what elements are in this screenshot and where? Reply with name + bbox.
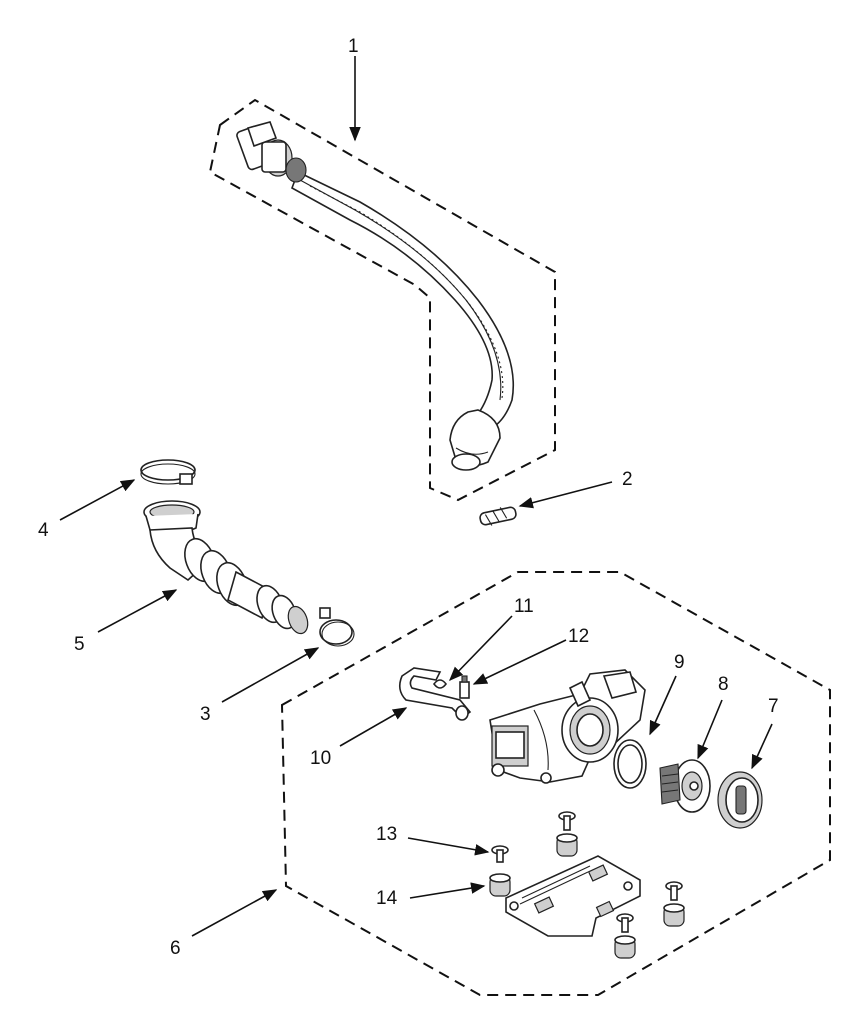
leader-7 (751, 723, 773, 770)
leader-13 (407, 837, 490, 856)
callout-14: 14 (376, 888, 398, 909)
upper-hose-clamp-part (140, 459, 196, 485)
bellows-hose-part (143, 500, 309, 635)
callout-2: 2 (622, 469, 633, 490)
callout-3: 3 (200, 704, 211, 725)
callout-4: 4 (38, 520, 49, 541)
mounting-screw-part (491, 811, 683, 933)
filter-cap-part (717, 771, 763, 829)
tube-clip-part (432, 679, 448, 689)
callout-5: 5 (74, 634, 85, 655)
callout-8: 8 (718, 674, 729, 695)
callout-9: 9 (674, 652, 685, 673)
leader-11 (448, 615, 513, 682)
leader-10 (339, 707, 408, 747)
hose-group-boundary (208, 98, 556, 502)
callout-11: 11 (514, 596, 534, 617)
leader-9 (649, 675, 677, 736)
pump-group-boundary (280, 571, 831, 996)
leader-4 (59, 479, 136, 521)
leader-6 (191, 889, 278, 937)
leader-12 (472, 639, 567, 685)
tube-fitting-part (459, 675, 470, 699)
pump-tube-part (398, 667, 472, 721)
drain-hose-part (236, 121, 515, 471)
leader-3 (221, 647, 320, 703)
rubber-grommet-part (489, 833, 685, 959)
callout-7: 7 (768, 696, 779, 717)
callout-6: 6 (170, 938, 181, 959)
callout-13: 13 (376, 824, 397, 845)
leader-8 (697, 699, 723, 760)
callout-10: 10 (310, 748, 331, 769)
callout-1: 1 (348, 36, 359, 57)
hose-clip-part (479, 506, 517, 526)
drain-pump-body-part (489, 669, 646, 784)
leader-2 (518, 481, 613, 509)
o-ring-part (613, 739, 647, 789)
leader-14 (409, 882, 486, 899)
pump-filter-part (659, 759, 711, 813)
callout-12: 12 (568, 626, 589, 647)
lower-hose-clamp-part (319, 607, 355, 647)
mounting-bracket-part (505, 855, 641, 937)
leader-5 (97, 589, 178, 633)
